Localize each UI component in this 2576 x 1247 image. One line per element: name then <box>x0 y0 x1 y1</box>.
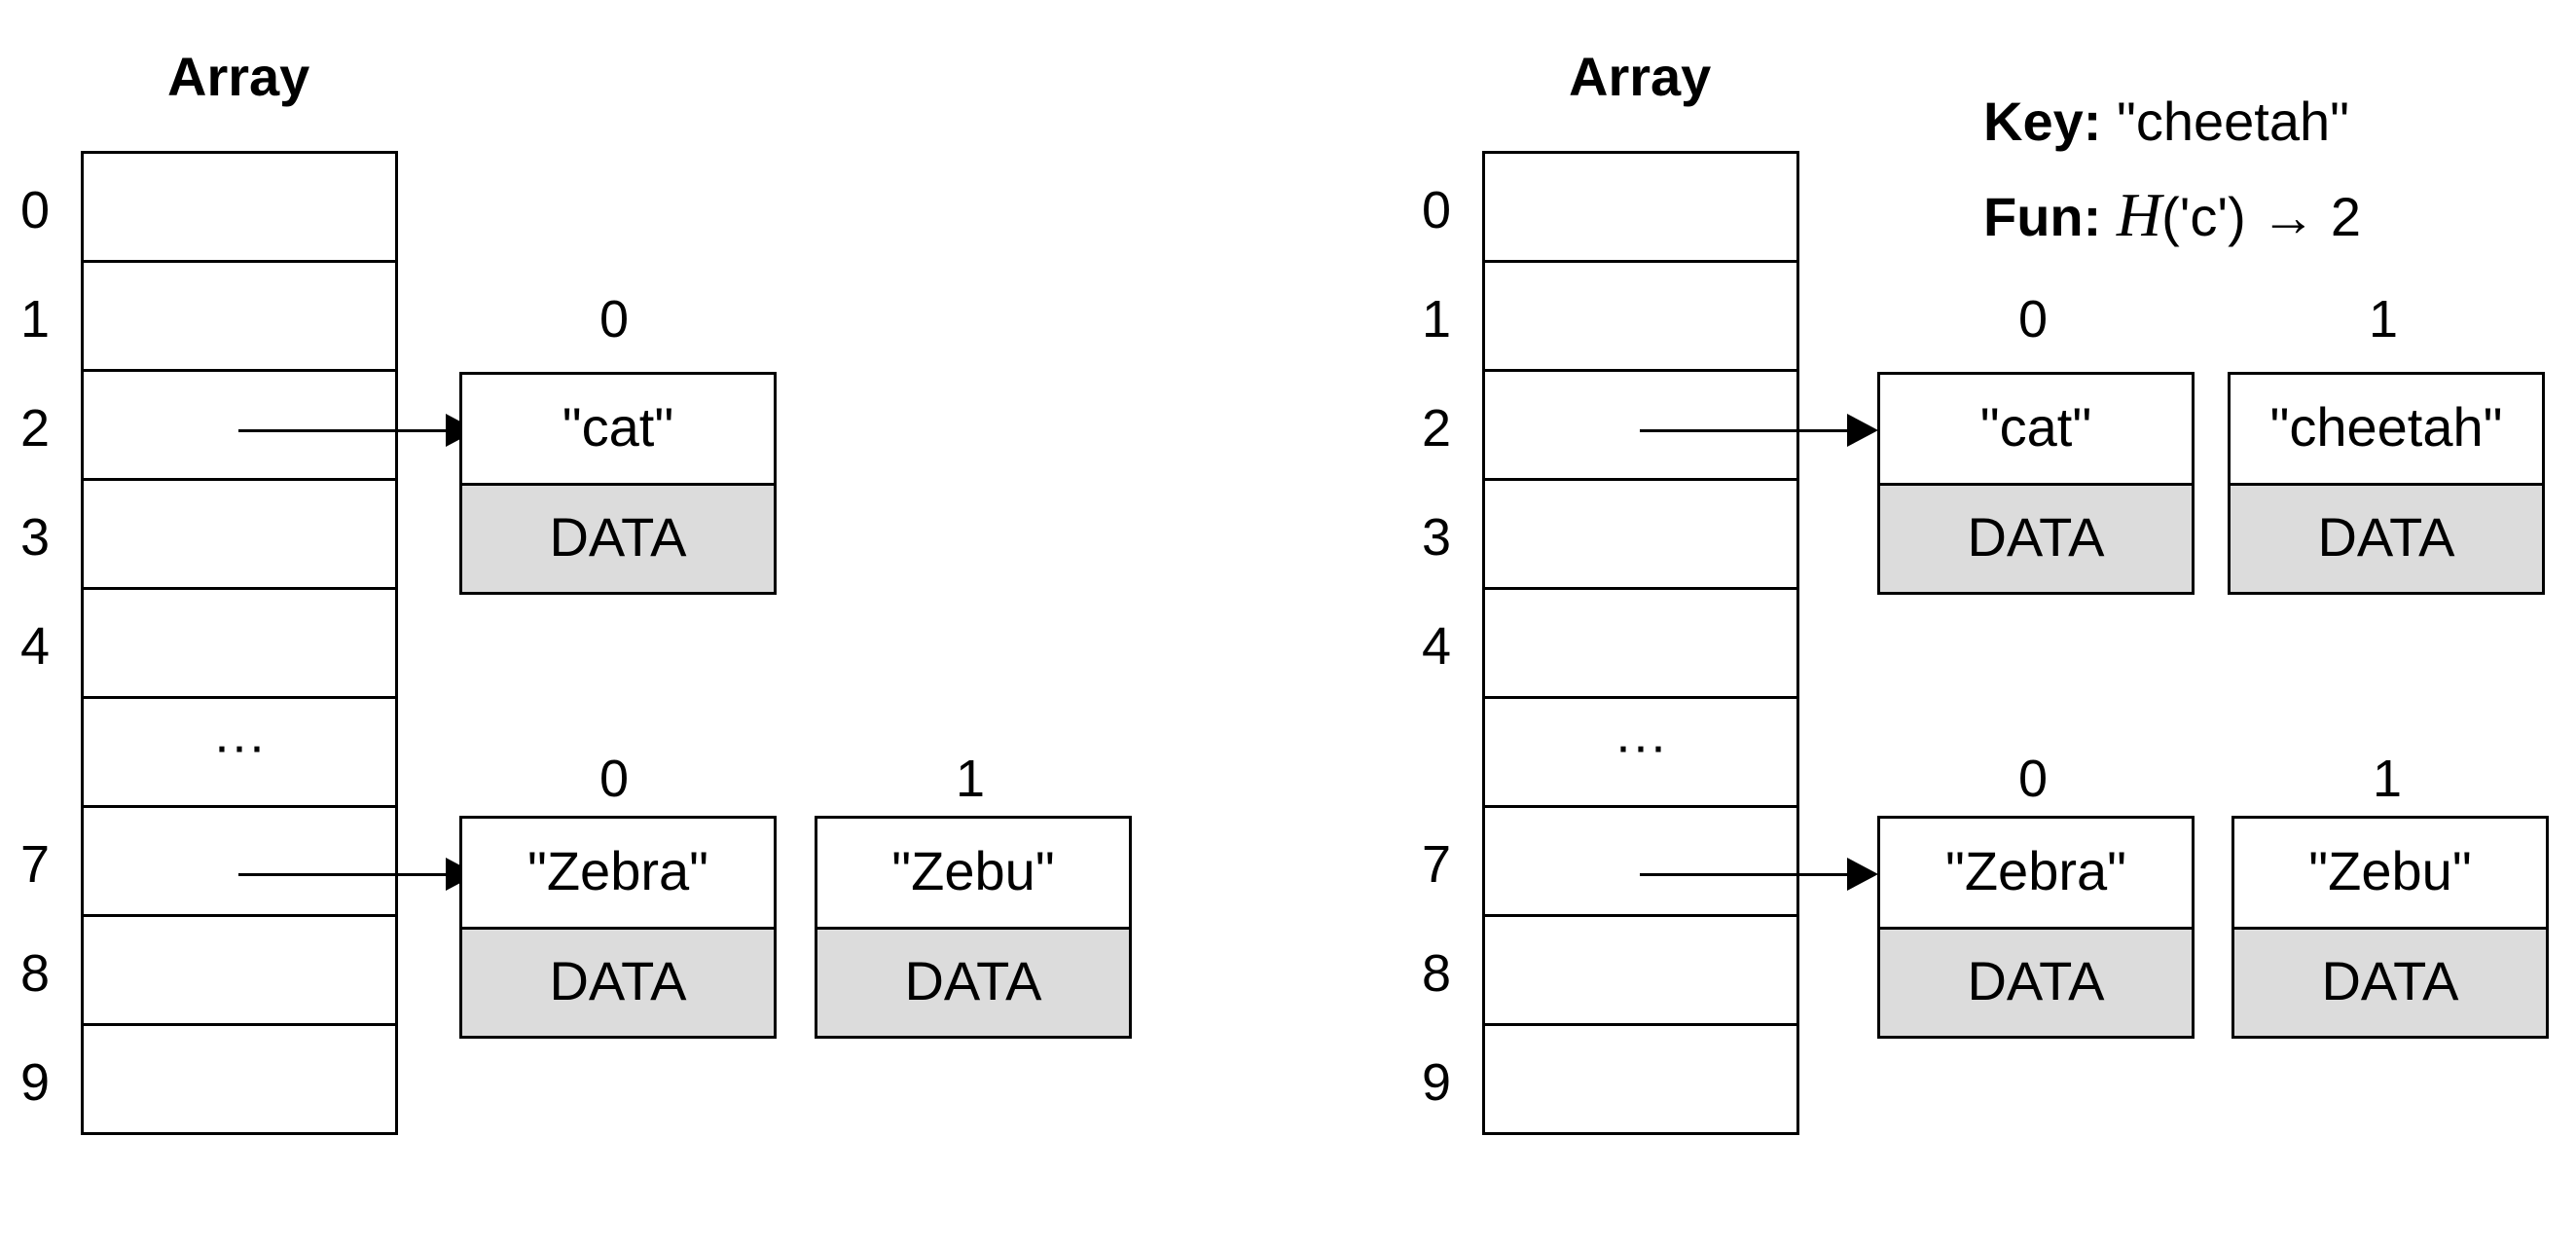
ellipsis: ··· <box>213 716 266 775</box>
array-cell-8: 8 <box>1422 914 1799 1026</box>
array-cell-9: 9 <box>20 1023 398 1135</box>
array-index: 4 <box>1422 617 1452 676</box>
node-key: "cat" <box>1877 372 2195 486</box>
function-result: 2 <box>2330 186 2362 247</box>
array-index: 8 <box>20 944 51 1003</box>
node-data: DATA <box>1877 486 2195 595</box>
bucket-node: "Zebra" DATA <box>1877 816 2195 1039</box>
function-argument: ('c') <box>2161 186 2246 247</box>
bucket-index: 0 <box>2017 750 2049 808</box>
node-data: DATA <box>459 486 777 595</box>
node-key: "cheetah" <box>2228 372 2545 486</box>
array-index: 2 <box>20 399 51 458</box>
bucket-node: "Zebra" DATA <box>459 816 777 1039</box>
function-name: H <box>2116 180 2162 249</box>
node-data: DATA <box>815 930 1132 1039</box>
key-label: Key: <box>1983 91 2102 152</box>
array-index: 8 <box>1422 944 1452 1003</box>
bucket-node: "cheetah" DATA <box>2228 372 2545 595</box>
pointer-arrow-7 <box>238 858 477 891</box>
array-index: 9 <box>20 1053 51 1112</box>
bucket-node: "Zebu" DATA <box>815 816 1132 1039</box>
array-cell-ellipsis: ··· <box>81 696 398 808</box>
array-index: 3 <box>20 508 51 567</box>
array-cell-1: 1 <box>1422 260 1799 372</box>
array-index: 2 <box>1422 399 1452 458</box>
array-index: 3 <box>1422 508 1452 567</box>
key-line: Key: "cheetah" <box>1983 88 2349 156</box>
node-key: "cat" <box>459 372 777 486</box>
pointer-arrow-7 <box>1640 858 1878 891</box>
array-cell-3: 3 <box>20 478 398 590</box>
bucket-node: "cat" DATA <box>459 372 777 595</box>
bucket-node: "Zebu" DATA <box>2231 816 2549 1039</box>
key-value: "cheetah" <box>2116 91 2349 152</box>
maps-to-arrow: → <box>2261 186 2316 247</box>
array-cell-1: 1 <box>20 260 398 372</box>
array-cell-ellipsis: ··· <box>1482 696 1799 808</box>
array: 0 1 2 3 4 ··· 7 8 9 <box>1422 151 1799 1135</box>
array-index: 7 <box>20 835 51 894</box>
array-cell-0: 0 <box>20 151 398 263</box>
node-key: "Zebra" <box>1877 816 2195 930</box>
array-cell-9: 9 <box>1422 1023 1799 1135</box>
node-key: "Zebra" <box>459 816 777 930</box>
node-data: DATA <box>2231 930 2549 1039</box>
array-index: 0 <box>1422 181 1452 239</box>
array-cell-2: 2 <box>1422 369 1799 481</box>
node-data: DATA <box>2228 486 2545 595</box>
array-index: 9 <box>1422 1053 1452 1112</box>
array-title: Array <box>1569 46 1712 107</box>
node-data: DATA <box>1877 930 2195 1039</box>
array-index: 7 <box>1422 835 1452 894</box>
array-index: 0 <box>20 181 51 239</box>
array-cell-0: 0 <box>1422 151 1799 263</box>
bucket-node: "cat" DATA <box>1877 372 2195 595</box>
bucket-index: 0 <box>2017 290 2049 348</box>
array-cell-7: 7 <box>1422 805 1799 917</box>
array-cell-2: 2 <box>20 369 398 481</box>
array-cell-8: 8 <box>20 914 398 1026</box>
pointer-arrow-2 <box>238 414 477 447</box>
function-line: Fun: H('c') → 2 <box>1983 181 2361 251</box>
left-diagram: Array 0 1 2 3 4 ··· 7 8 9 0 "cat <box>20 46 1132 1135</box>
array: 0 1 2 3 4 ··· 7 8 9 <box>20 151 398 1135</box>
bucket-index: 0 <box>599 750 630 808</box>
node-key: "Zebu" <box>815 816 1132 930</box>
bucket-index: 0 <box>599 290 630 348</box>
right-diagram: Array Key: "cheetah" Fun: H('c') → 2 0 1… <box>1401 0 2576 1247</box>
bucket-index: 1 <box>2372 750 2403 808</box>
ellipsis: ··· <box>1615 716 1667 775</box>
array-index: 4 <box>20 617 51 676</box>
pointer-arrow-2 <box>1640 414 1878 447</box>
bucket-index: 1 <box>2368 290 2399 348</box>
array-cell-4: 4 <box>1422 587 1799 699</box>
node-key: "Zebu" <box>2231 816 2549 930</box>
array-title: Array <box>167 46 310 107</box>
function-label: Fun: <box>1983 186 2102 247</box>
bucket-index: 1 <box>955 750 986 808</box>
array-cell-7: 7 <box>20 805 398 917</box>
node-data: DATA <box>459 930 777 1039</box>
array-index: 1 <box>1422 290 1452 348</box>
array-cell-3: 3 <box>1422 478 1799 590</box>
array-cell-4: 4 <box>20 587 398 699</box>
array-index: 1 <box>20 290 51 348</box>
